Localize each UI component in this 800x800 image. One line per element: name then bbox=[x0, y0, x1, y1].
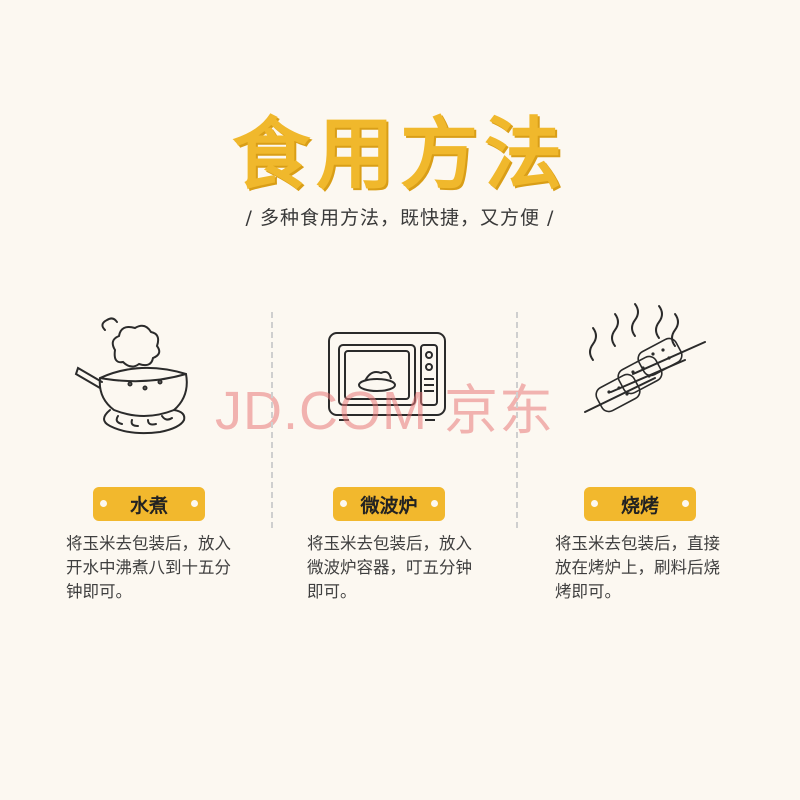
watermark: JD.COM 京东 bbox=[215, 381, 554, 441]
column-divider bbox=[271, 312, 273, 528]
microwave-icon bbox=[328, 332, 446, 421]
page-subtitle: / 多种食用方法，既快捷，又方便 / bbox=[245, 207, 555, 229]
method-description-microwave: 将玉米去包装后，放入微波炉容器，叮五分钟即可。 bbox=[307, 534, 472, 601]
method-description-grill: 将玉米去包装后，直接放在烤炉上，刷料后烧烤即可。 bbox=[555, 534, 720, 601]
method-badge-microwave: 微波炉 bbox=[333, 487, 445, 521]
column-divider bbox=[516, 312, 518, 528]
method-badge-grill: 烧烤 bbox=[584, 487, 696, 521]
boiling-pot-icon bbox=[74, 317, 188, 435]
page-title: 食用方法 bbox=[231, 110, 568, 200]
method-badge-boil: 水煮 bbox=[93, 487, 205, 521]
method-description-boil: 将玉米去包装后，放入开水中沸煮八到十五分钟即可。 bbox=[66, 534, 231, 601]
grill-skewers-icon bbox=[584, 303, 706, 413]
